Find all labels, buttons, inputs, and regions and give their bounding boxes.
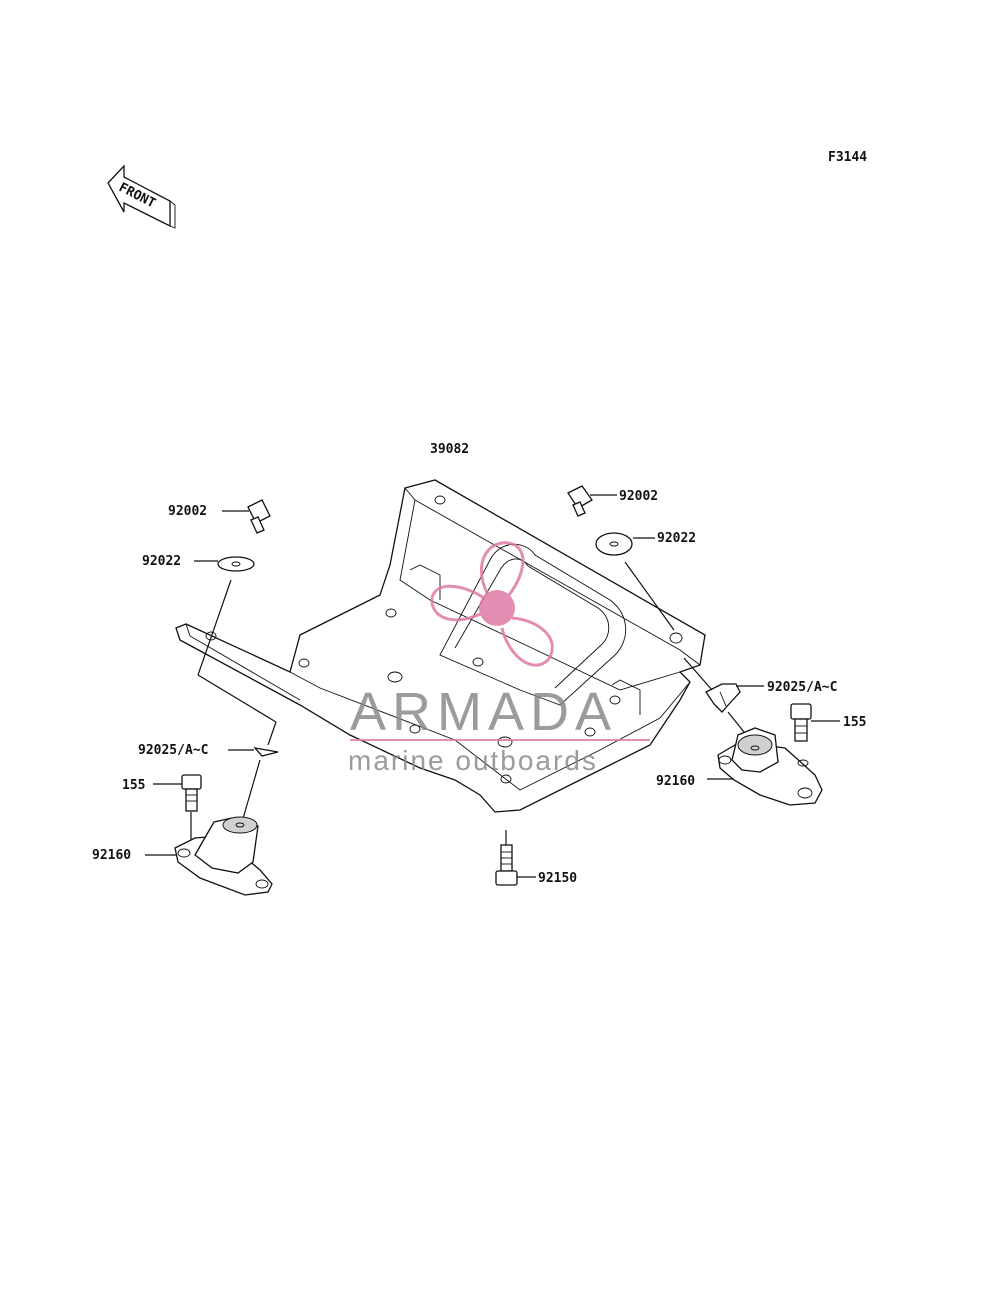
label-screw-left: 155 — [122, 778, 145, 793]
label-bolt-bottom: 92150 — [538, 871, 577, 886]
screw-right — [790, 703, 812, 742]
rubber-mount-right — [717, 727, 823, 806]
label-screw-right: 155 — [843, 715, 866, 730]
engine-mount-frame — [175, 479, 706, 813]
label-mount-left: 92160 — [92, 848, 131, 863]
label-washer-right: 92022 — [657, 531, 696, 546]
screw-left — [181, 774, 202, 812]
clip-left — [253, 747, 279, 757]
washer-left — [217, 556, 255, 572]
label-bolt-left: 92002 — [168, 504, 207, 519]
label-bolt-right: 92002 — [619, 489, 658, 504]
label-clip-left: 92025/A~C — [138, 743, 208, 758]
washer-right — [595, 532, 633, 556]
label-washer-left: 92022 — [142, 554, 181, 569]
bolt-bottom — [495, 844, 518, 886]
label-mount-right: 92160 — [656, 774, 695, 789]
watermark-tagline: marine outboards — [348, 745, 598, 776]
bolt-right — [567, 485, 593, 517]
front-arrow-icon: FRONT — [107, 164, 176, 229]
figure-code: F3144 — [828, 150, 867, 165]
watermark-brand: ARMADA — [350, 682, 617, 742]
label-frame: 39082 — [430, 442, 469, 457]
watermark: ARMADA marine outboards — [348, 541, 650, 776]
label-clip-right: 92025/A~C — [767, 680, 837, 695]
propeller-logo-icon — [430, 541, 554, 667]
rubber-mount-left — [174, 816, 273, 896]
bolt-left — [247, 499, 271, 534]
